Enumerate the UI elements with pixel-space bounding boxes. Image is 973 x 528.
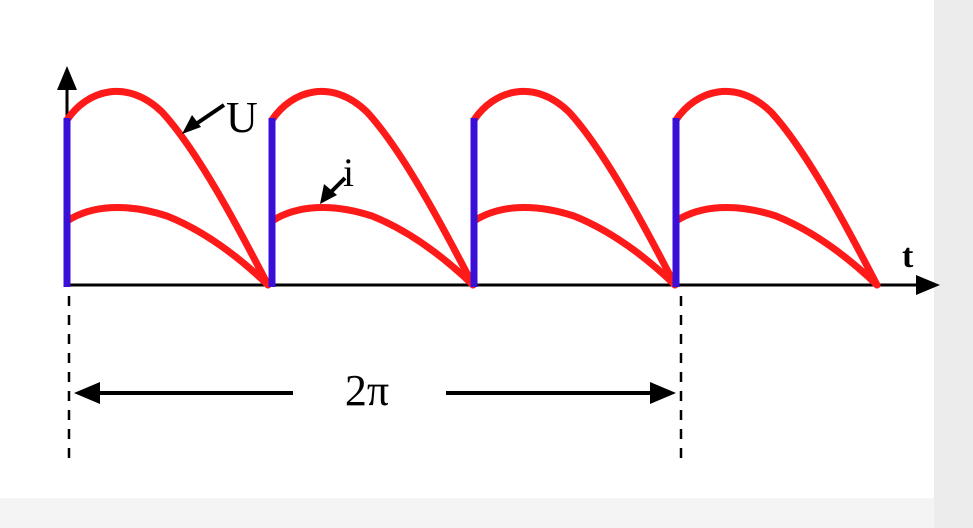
right-side-strip bbox=[934, 0, 973, 528]
voltage-curve bbox=[268, 87, 477, 289]
bottom-margin bbox=[0, 498, 973, 528]
period-arrowhead-left bbox=[74, 382, 100, 404]
current-curve bbox=[63, 203, 272, 289]
time-axis-arrow bbox=[916, 275, 940, 295]
current-pointer-head bbox=[320, 184, 337, 204]
current-label: i bbox=[343, 150, 354, 195]
voltage-label: U bbox=[226, 93, 258, 142]
period-label: 2π bbox=[345, 366, 389, 415]
voltage-curve bbox=[63, 87, 272, 289]
vertical-axis-arrow bbox=[57, 66, 77, 90]
voltage-curve bbox=[470, 87, 679, 289]
current-curve bbox=[268, 203, 477, 289]
voltage-curve bbox=[672, 87, 881, 289]
time-axis-label: t bbox=[902, 238, 914, 275]
waveform-group bbox=[63, 87, 881, 289]
period-arrowhead-right bbox=[650, 382, 676, 404]
voltage-pointer-head bbox=[182, 115, 201, 134]
current-curve bbox=[672, 203, 881, 289]
current-curve bbox=[470, 203, 679, 289]
